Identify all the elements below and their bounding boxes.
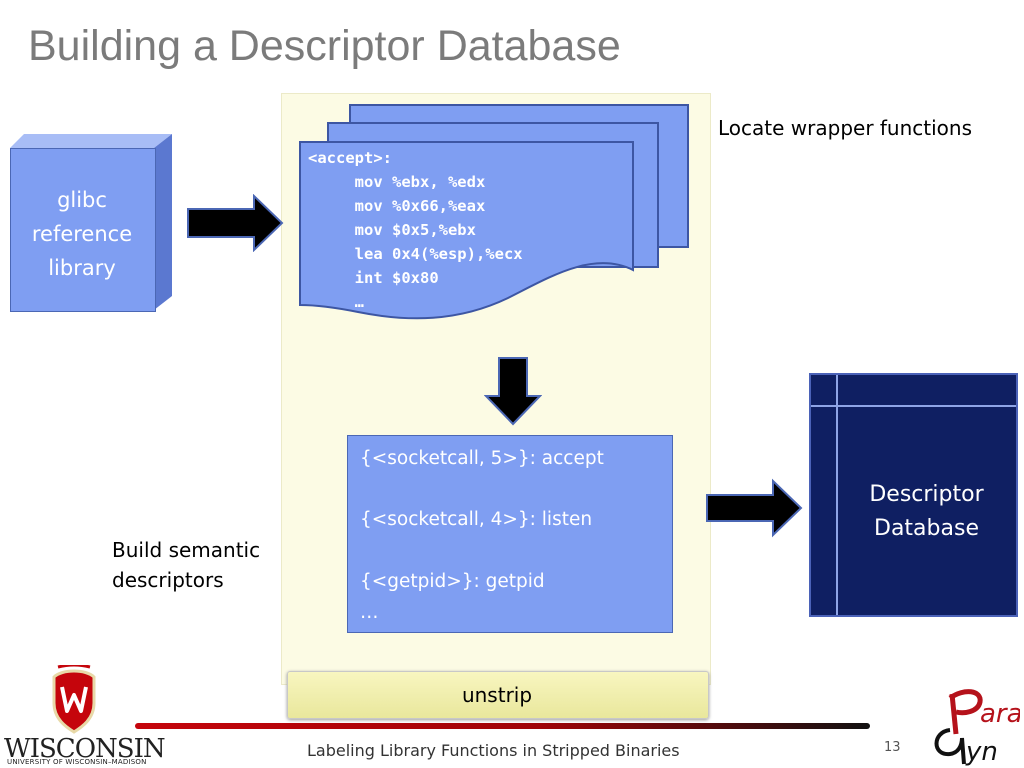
code-line: …: [308, 293, 364, 311]
code-document-stack: [299, 104, 689, 320]
unstrip-bar: [287, 671, 709, 719]
arrow-down-icon: [484, 357, 542, 426]
database-grid-lines: [811, 375, 1016, 615]
paradyn-top-text: ara: [980, 699, 1020, 729]
unstrip-label: unstrip: [461, 683, 533, 707]
code-listing: <accept>: mov %ebx, %edx mov %0x66,%eax …: [308, 146, 523, 314]
descriptor-database-box: [809, 373, 1018, 617]
code-line: mov %0x66,%eax: [308, 197, 486, 215]
descriptor-database-label: Descriptor Database: [809, 478, 1024, 546]
footer-text: Labeling Library Functions in Stripped B…: [307, 741, 680, 760]
uw-crest-icon: [52, 665, 96, 734]
code-line: <accept>:: [308, 149, 392, 167]
descriptor-line: {<socketcall, 4>}: listen: [360, 509, 593, 530]
database-label-line1: Descriptor: [869, 482, 984, 507]
database-label-line2: Database: [874, 516, 979, 541]
glibc-box-top: [10, 134, 172, 148]
code-line: int $0x80: [308, 269, 439, 287]
glibc-box-side: [154, 134, 172, 310]
glibc-label-line1: glibc: [57, 188, 107, 212]
code-line: mov %ebx, %edx: [308, 173, 486, 191]
build-descriptors-text: Build semantic descriptors: [112, 538, 261, 592]
paradyn-logo-icon: ara yn: [934, 689, 1020, 767]
arrow-right-to-database-icon: [706, 478, 803, 538]
glibc-reference-library-box: [10, 148, 156, 312]
page-number: 13: [884, 740, 901, 755]
glibc-label: glibc reference library: [10, 183, 154, 285]
arrow-right-icon: [187, 194, 284, 252]
build-descriptors-label: Build semantic descriptors: [112, 535, 267, 595]
glibc-label-line2: reference: [31, 222, 133, 246]
descriptor-line: …: [360, 602, 379, 623]
uw-wordmark: WISCONSIN: [4, 734, 166, 764]
code-line: lea 0x4(%esp),%ecx: [308, 245, 523, 263]
uw-subline: UNIVERSITY OF WISCONSIN–MADISON: [7, 758, 147, 766]
descriptor-line: {<getpid>}: getpid: [360, 571, 545, 592]
paradyn-bottom-text: yn: [965, 737, 998, 767]
glibc-label-line3: library: [48, 256, 116, 280]
code-line: mov $0x5,%ebx: [308, 221, 476, 239]
locate-wrapper-label: Locate wrapper functions: [718, 116, 973, 140]
footer-rule: [135, 723, 870, 729]
semantic-descriptors-box: {<socketcall, 5>}: accept {<socketcall, …: [347, 435, 673, 633]
descriptor-line: {<socketcall, 5>}: accept: [360, 448, 604, 469]
slide-title: Building a Descriptor Database: [28, 22, 621, 70]
